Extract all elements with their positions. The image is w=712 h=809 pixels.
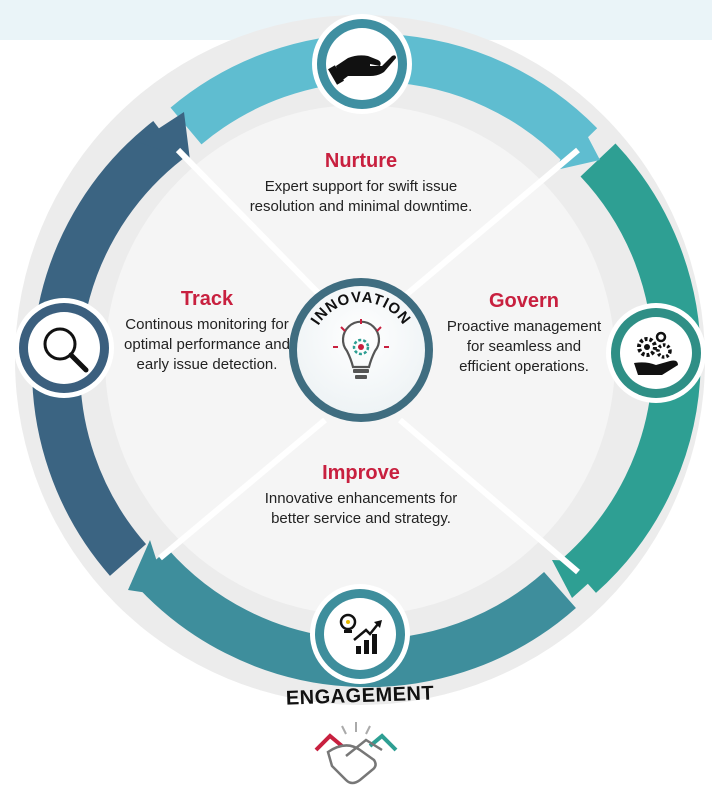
divider-nw xyxy=(175,147,328,303)
arrow-improve xyxy=(128,540,168,596)
divider-se xyxy=(398,417,580,575)
govern-desc: Proactive management for seamless and ef… xyxy=(446,318,602,375)
improve-desc: Innovative enhancements for better servi… xyxy=(264,490,458,527)
track-desc: Continous monitoring for optimal perform… xyxy=(124,316,290,373)
govern-title: Govern xyxy=(488,290,560,312)
improve-title: Improve xyxy=(322,462,400,484)
section-nurture: Nurture Expert support for swift issue r… xyxy=(236,150,486,217)
arrow-govern xyxy=(552,560,612,598)
nurture-desc: Expert support for swift issue resolutio… xyxy=(249,178,473,215)
gears-hand-icon xyxy=(634,331,678,375)
magnifier-icon xyxy=(43,327,89,373)
handshake-icon xyxy=(314,722,398,785)
track-badge-inner xyxy=(28,312,100,384)
section-improve: Improve Innovative enhancements for bett… xyxy=(248,462,474,529)
nurture-title: Nurture xyxy=(324,150,398,172)
track-title: Track xyxy=(180,288,234,310)
lightbulb-gear-icon xyxy=(333,319,389,379)
section-track: Track Continous monitoring for optimal p… xyxy=(112,288,302,375)
divider-ne xyxy=(398,147,580,303)
arrow-track xyxy=(138,112,190,160)
divider-sw xyxy=(158,417,327,561)
growth-chart-icon xyxy=(339,613,382,654)
section-govern: Govern Proactive management for seamless… xyxy=(440,290,608,377)
govern-badge-inner xyxy=(620,317,692,389)
open-hand-icon xyxy=(328,55,396,85)
